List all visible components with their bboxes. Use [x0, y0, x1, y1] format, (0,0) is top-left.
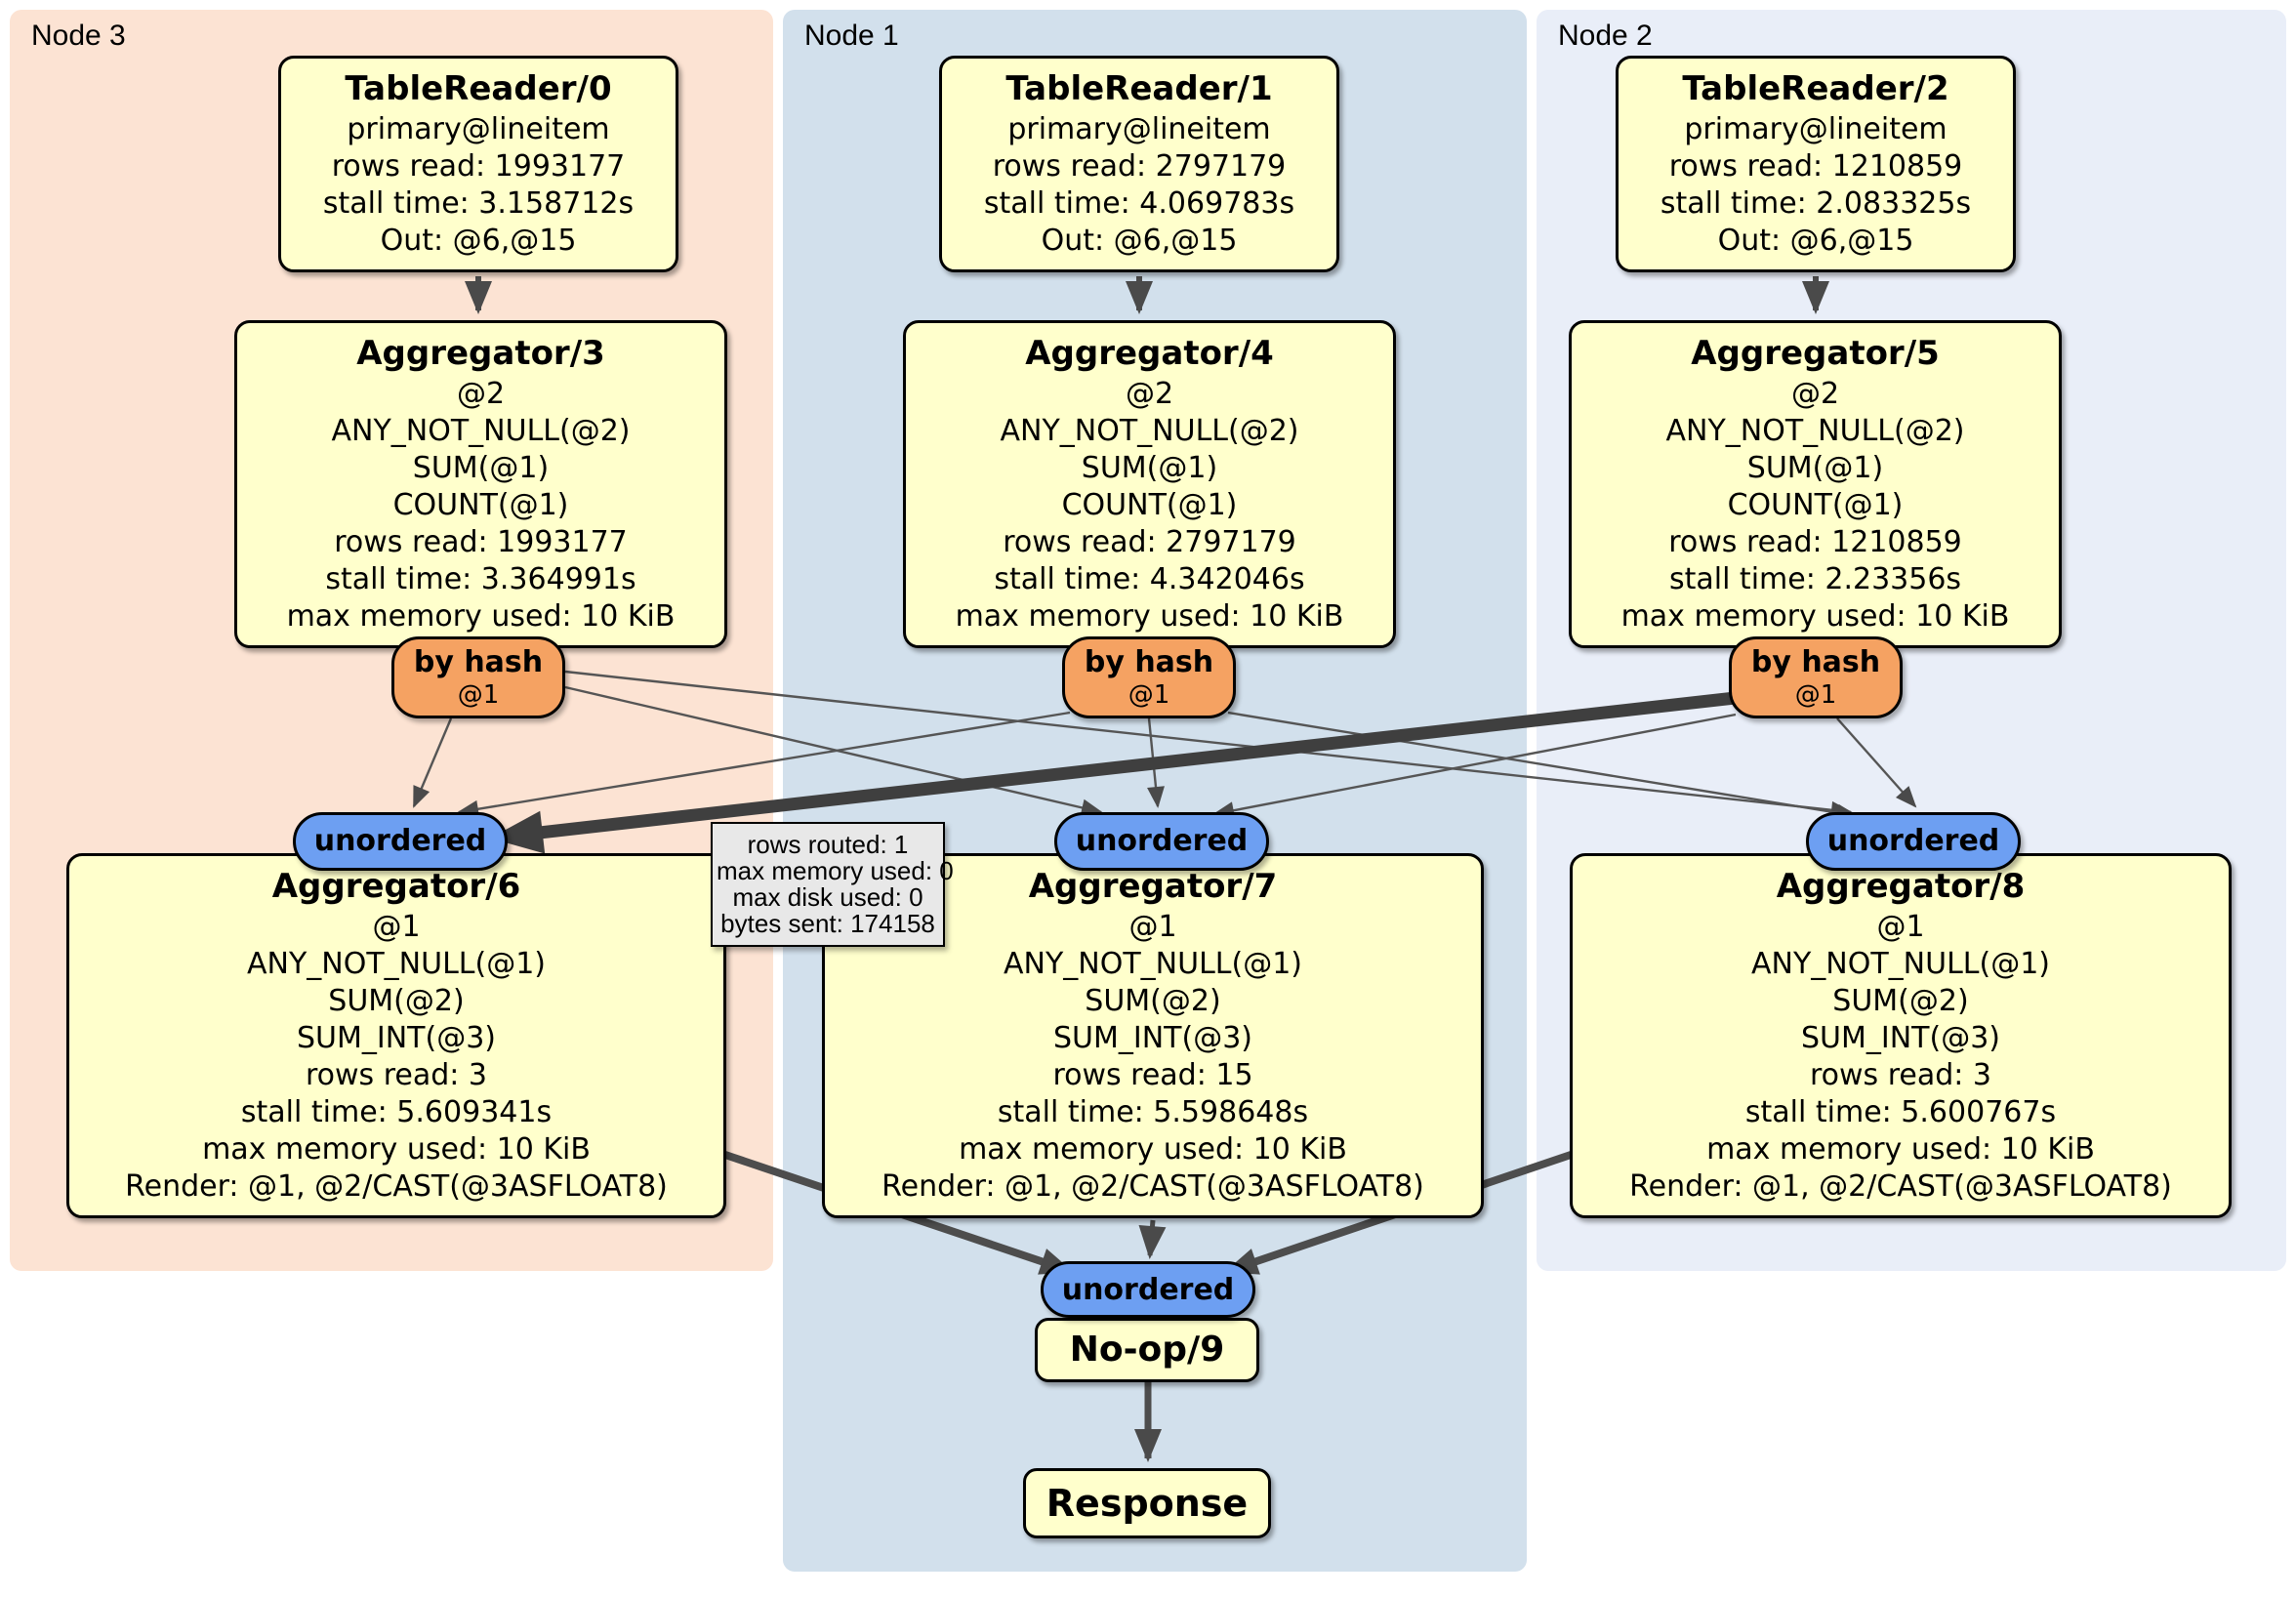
- node-aggregator-5[interactable]: Aggregator/5 @2 ANY_NOT_NULL(@2) SUM(@1)…: [1569, 320, 2062, 648]
- tooltip-line: rows routed: 1: [747, 830, 909, 859]
- router-subtitle: @1: [1128, 680, 1170, 710]
- node-detail: ANY_NOT_NULL(@1): [1751, 947, 2050, 981]
- router-subtitle: @1: [1794, 680, 1837, 710]
- node-detail: Render: @1, @2/CAST(@3ASFLOAT8): [125, 1169, 668, 1204]
- node-detail: SUM(@2): [1832, 984, 1969, 1018]
- node-detail: COUNT(@1): [1061, 488, 1238, 522]
- router-title: by hash: [1084, 645, 1214, 679]
- router-by-hash-5[interactable]: by hash @1: [1729, 636, 1903, 718]
- router-by-hash-4[interactable]: by hash @1: [1062, 636, 1236, 718]
- node-detail: max memory used: 10 KiB: [959, 1132, 1347, 1167]
- node-detail: primary@lineitem: [1684, 112, 1948, 146]
- node-detail: Out: @6,@15: [1717, 224, 1914, 258]
- node-detail: SUM(@2): [1085, 984, 1221, 1018]
- node-title: Aggregator/8: [1776, 867, 2026, 906]
- node-detail: rows read: 1993177: [331, 149, 626, 184]
- node-detail: Out: @6,@15: [380, 224, 577, 258]
- node-detail: stall time: 4.342046s: [994, 562, 1305, 596]
- node-detail: stall time: 2.23356s: [1668, 562, 1962, 596]
- node-detail: @1: [1876, 910, 1925, 944]
- node-title: Aggregator/4: [1025, 334, 1274, 373]
- node-detail: rows read: 2797179: [1003, 525, 1296, 559]
- panel-node-1-label: Node 1: [804, 20, 899, 52]
- sync-unordered-9[interactable]: unordered: [1041, 1261, 1255, 1318]
- node-detail: rows read: 2797179: [992, 149, 1287, 184]
- node-detail: rows read: 1210859: [1668, 149, 1963, 184]
- node-tablereader-1[interactable]: TableReader/1 primary@lineitem rows read…: [939, 56, 1339, 272]
- router-subtitle: @1: [457, 680, 500, 710]
- edge-stats-tooltip: rows routed: 1 max memory used: 0 max di…: [711, 822, 954, 947]
- node-detail: ANY_NOT_NULL(@2): [1665, 414, 1965, 448]
- node-title: TableReader/0: [345, 69, 612, 108]
- node-detail: primary@lineitem: [347, 112, 610, 146]
- node-detail: Render: @1, @2/CAST(@3ASFLOAT8): [882, 1169, 1424, 1204]
- node-detail: rows read: 1210859: [1668, 525, 1962, 559]
- node-detail: ANY_NOT_NULL(@1): [1004, 947, 1302, 981]
- node-detail: stall time: 5.598648s: [997, 1095, 1309, 1129]
- node-detail: max memory used: 10 KiB: [286, 599, 676, 634]
- node-detail: COUNT(@1): [392, 488, 569, 522]
- node-detail: ANY_NOT_NULL(@2): [331, 414, 631, 448]
- node-detail: rows read: 15: [1052, 1058, 1253, 1092]
- node-detail: SUM_INT(@3): [1801, 1021, 2000, 1055]
- sync-unordered-7[interactable]: unordered: [1054, 812, 1269, 871]
- node-detail: COUNT(@1): [1727, 488, 1904, 522]
- node-detail: max memory used: 10 KiB: [1620, 599, 2010, 634]
- panel-node-3-label: Node 3: [31, 20, 126, 52]
- node-aggregator-4[interactable]: Aggregator/4 @2 ANY_NOT_NULL(@2) SUM(@1)…: [903, 320, 1396, 648]
- router-title: by hash: [1750, 645, 1881, 679]
- node-detail: @1: [1128, 910, 1177, 944]
- node-detail: primary@lineitem: [1007, 112, 1271, 146]
- tooltip-line: max memory used: 0: [717, 856, 954, 885]
- node-detail: stall time: 5.600767s: [1744, 1095, 2057, 1129]
- panel-node-2-label: Node 2: [1558, 20, 1653, 52]
- node-detail: stall time: 3.158712s: [322, 186, 635, 221]
- node-detail: max memory used: 10 KiB: [202, 1132, 591, 1167]
- node-aggregator-3[interactable]: Aggregator/3 @2 ANY_NOT_NULL(@2) SUM(@1)…: [234, 320, 727, 648]
- node-detail: ANY_NOT_NULL(@1): [247, 947, 546, 981]
- node-aggregator-8[interactable]: Aggregator/8 @1 ANY_NOT_NULL(@1) SUM(@2)…: [1570, 853, 2232, 1218]
- node-title: Aggregator/6: [271, 867, 521, 906]
- node-detail: @2: [1125, 377, 1174, 411]
- router-title: by hash: [413, 645, 544, 679]
- node-title: TableReader/1: [1005, 69, 1273, 108]
- node-title: Response: [1046, 1482, 1249, 1525]
- node-detail: rows read: 3: [305, 1058, 488, 1092]
- node-detail: @2: [456, 377, 506, 411]
- node-detail: max memory used: 10 KiB: [955, 599, 1344, 634]
- node-detail: stall time: 3.364991s: [325, 562, 636, 596]
- node-detail: SUM(@1): [412, 451, 550, 485]
- node-title: Aggregator/3: [356, 334, 605, 373]
- node-aggregator-6[interactable]: Aggregator/6 @1 ANY_NOT_NULL(@1) SUM(@2)…: [66, 853, 726, 1218]
- node-detail: stall time: 5.609341s: [240, 1095, 553, 1129]
- sync-unordered-6[interactable]: unordered: [293, 812, 508, 871]
- node-detail: SUM(@1): [1081, 451, 1218, 485]
- node-detail: SUM_INT(@3): [297, 1021, 496, 1055]
- node-detail: max memory used: 10 KiB: [1706, 1132, 2095, 1167]
- node-detail: rows read: 3: [1809, 1058, 1992, 1092]
- node-detail: @2: [1790, 377, 1840, 411]
- node-detail: ANY_NOT_NULL(@2): [1000, 414, 1299, 448]
- node-response[interactable]: Response: [1023, 1468, 1271, 1538]
- node-title: No-op/9: [1069, 1330, 1225, 1370]
- node-noop-9[interactable]: No-op/9: [1035, 1318, 1259, 1382]
- sync-unordered-8[interactable]: unordered: [1806, 812, 2021, 871]
- node-detail: Render: @1, @2/CAST(@3ASFLOAT8): [1629, 1169, 2172, 1204]
- node-detail: stall time: 4.069783s: [983, 186, 1295, 221]
- node-detail: stall time: 2.083325s: [1660, 186, 1972, 221]
- node-tablereader-2[interactable]: TableReader/2 primary@lineitem rows read…: [1616, 56, 2016, 272]
- node-detail: SUM(@1): [1746, 451, 1884, 485]
- tooltip-line: bytes sent: 174158: [720, 909, 935, 938]
- node-detail: Out: @6,@15: [1041, 224, 1238, 258]
- node-detail: SUM_INT(@3): [1053, 1021, 1252, 1055]
- node-title: Aggregator/7: [1028, 867, 1278, 906]
- tooltip-line: max disk used: 0: [732, 882, 923, 912]
- router-by-hash-3[interactable]: by hash @1: [391, 636, 565, 718]
- node-detail: SUM(@2): [328, 984, 465, 1018]
- node-detail: rows read: 1993177: [334, 525, 628, 559]
- node-title: TableReader/2: [1682, 69, 1949, 108]
- node-title: Aggregator/5: [1691, 334, 1940, 373]
- node-tablereader-0[interactable]: TableReader/0 primary@lineitem rows read…: [278, 56, 678, 272]
- node-detail: @1: [372, 910, 421, 944]
